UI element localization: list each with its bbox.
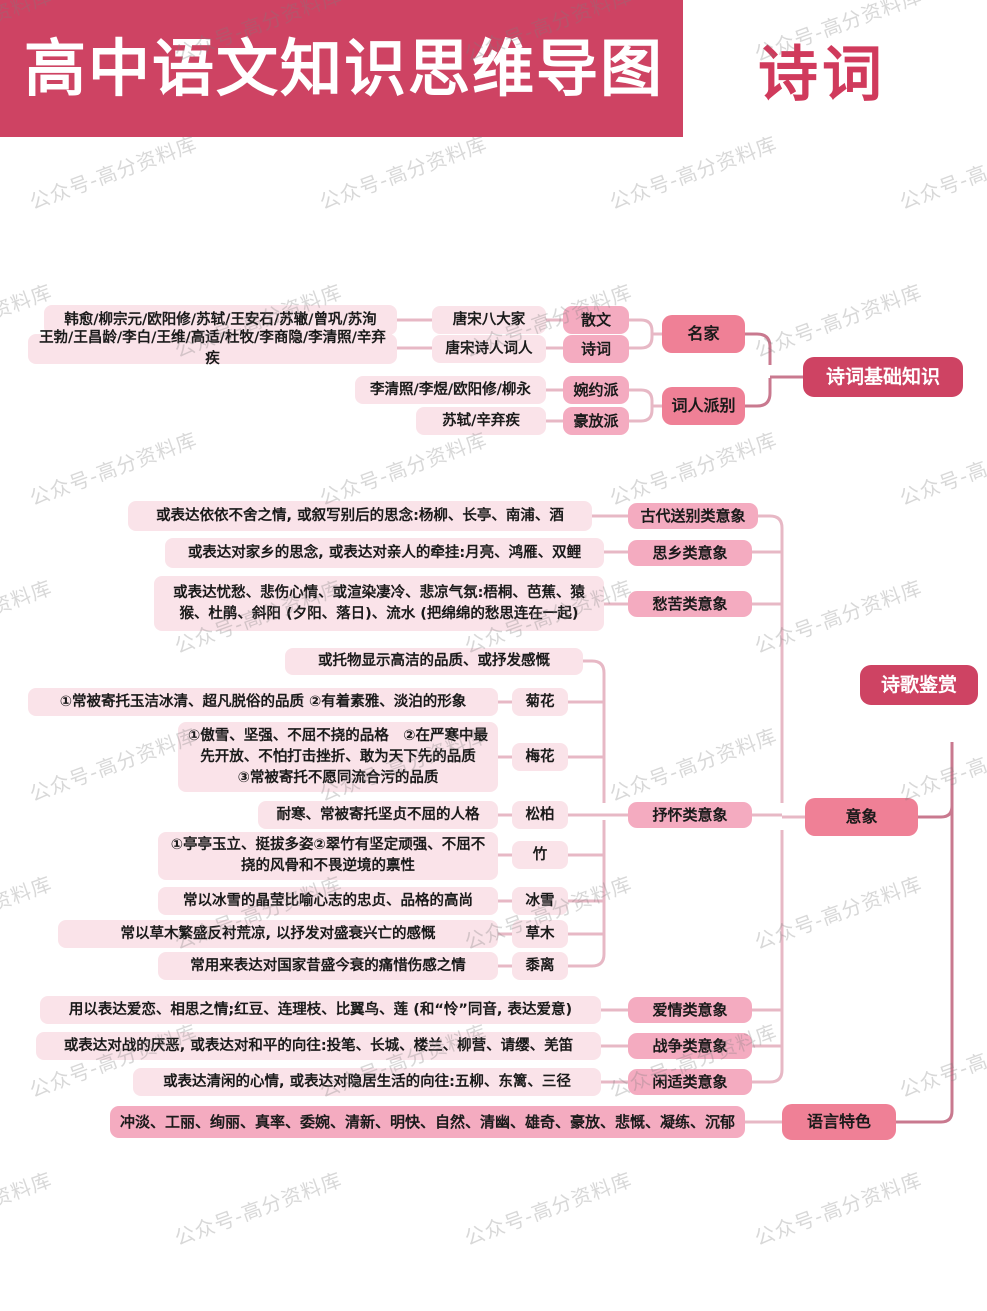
node-chip-grass-tree[interactable]: 草木 xyxy=(512,920,568,948)
node-category-war-imagery[interactable]: 战争类意象 xyxy=(628,1033,752,1059)
node-label: 意象 xyxy=(845,807,878,826)
node-leaf-farewell-imagery[interactable]: 或表达依依不舍之情, 或叙写别后的思念:杨柳、长亭、南浦、酒 xyxy=(128,501,592,531)
node-chip-bamboo[interactable]: 竹 xyxy=(512,841,568,869)
header-banner xyxy=(0,0,683,137)
node-label: 唐宋诗人词人 xyxy=(445,340,533,357)
node-chip-shuli[interactable]: 黍离 xyxy=(512,952,568,980)
node-label: 或表达依依不舍之情, 或叙写别后的思念:杨柳、长亭、南浦、酒 xyxy=(156,507,564,524)
node-category-haofang[interactable]: 豪放派 xyxy=(563,407,629,435)
page-title: 高中语文知识思维导图 xyxy=(24,32,665,105)
node-chip-plum[interactable]: 梅花 xyxy=(512,743,568,771)
node-label: 耐寒、常被寄托坚贞不屈的人格 xyxy=(276,806,480,823)
node-label: 诗词 xyxy=(580,339,611,358)
node-label: 韩愈/柳宗元/欧阳修/苏轼/王安石/苏辙/曾巩/苏洵 xyxy=(64,311,377,328)
node-category-leisure-imagery[interactable]: 闲适类意象 xyxy=(628,1069,752,1095)
node-label: 王勃/王昌龄/李白/王维/高适/杜牧/李商隐/李清照/辛弃疾 xyxy=(39,330,386,367)
node-branch-ci-schools[interactable]: 词人派别 xyxy=(662,387,745,425)
node-label: 苏轼/辛弃疾 xyxy=(442,412,520,429)
node-category-expression-imagery[interactable]: 抒怀类意象 xyxy=(628,802,752,828)
node-child-tangsong-poets[interactable]: 唐宋诗人词人 xyxy=(432,335,546,363)
node-leaf-sorrow-imagery[interactable]: 或表达忧愁、悲伤心情、或渲染凄冷、悲凉气氛:梧桐、芭蕉、猿猴、杜鹃、斜阳 (夕阳… xyxy=(154,576,604,631)
node-label: 或托物显示高洁的品质、或抒发感慨 xyxy=(318,653,550,669)
node-branch-imagery[interactable]: 意象 xyxy=(805,798,918,836)
node-category-homesick-imagery[interactable]: 思乡类意象 xyxy=(628,540,752,566)
node-label: 思乡类意象 xyxy=(652,543,728,562)
node-label: 常以冰雪的晶莹比喻心志的忠贞、品格的高尚 xyxy=(183,892,473,909)
node-leaf-pine-desc[interactable]: 耐寒、常被寄托坚贞不屈的人格 xyxy=(258,801,498,829)
node-root-poetry-appreciation[interactable]: 诗歌鉴赏 xyxy=(860,665,978,705)
node-label: 常用来表达对国家昔盛今衰的痛惜伤感之情 xyxy=(190,957,466,974)
node-label: 战争类意象 xyxy=(652,1036,728,1055)
node-label: 抒怀类意象 xyxy=(652,805,728,824)
node-label: 名家 xyxy=(687,324,720,343)
node-label: 古代送别类意象 xyxy=(640,506,746,525)
node-leaf-war-imagery[interactable]: 或表达对战的厌恶, 或表达对和平的向往:投笔、长城、楼兰、柳营、请缨、羌笛 xyxy=(36,1032,601,1060)
node-label: 竹 xyxy=(532,846,548,863)
node-label: 词人派别 xyxy=(671,396,736,415)
node-label: 黍离 xyxy=(525,957,555,974)
node-label: 常以草木繁盛反衬荒凉, 以抒发对盛衰兴亡的感慨 xyxy=(120,925,436,942)
node-label: 唐宋八大家 xyxy=(452,311,526,328)
node-leaf-grass-tree-desc[interactable]: 常以草木繁盛反衬荒凉, 以抒发对盛衰兴亡的感慨 xyxy=(58,920,498,948)
node-label: 语言特色 xyxy=(806,1112,871,1131)
node-label: ①傲雪、坚强、不屈不挠的品格 ②在严寒中最先开放、不怕打击挫折、敢为天下先的品质… xyxy=(187,727,491,786)
node-chip-pine[interactable]: 松柏 xyxy=(512,801,568,829)
node-label: 用以表达爱恋、相思之情;红豆、连理枝、比翼鸟、莲 (和“怜”同音, 表达爱意) xyxy=(68,1001,573,1018)
node-label: 李清照/李煜/欧阳修/柳永 xyxy=(370,381,531,398)
node-leaf-love-imagery[interactable]: 用以表达爱恋、相思之情;红豆、连理枝、比翼鸟、莲 (和“怜”同音, 表达爱意) xyxy=(40,996,601,1024)
node-label: ①常被寄托玉洁冰清、超凡脱俗的品质 ②有着素雅、淡泊的形象 xyxy=(59,693,467,710)
node-label: 诗词基础知识 xyxy=(825,366,940,388)
node-leaf-tangsong-poets[interactable]: 王勃/王昌龄/李白/王维/高适/杜牧/李商隐/李清照/辛弃疾 xyxy=(28,330,397,367)
node-category-poetry[interactable]: 诗词 xyxy=(563,335,629,363)
node-leaf-shuli-desc[interactable]: 常用来表达对国家昔盛今衰的痛惜伤感之情 xyxy=(158,952,498,980)
node-label: 婉约派 xyxy=(573,380,619,399)
node-leaf-tangsong-eight[interactable]: 韩愈/柳宗元/欧阳修/苏轼/王安石/苏辙/曾巩/苏洵 xyxy=(44,305,397,335)
node-leaf-leisure-imagery[interactable]: 或表达清闲的心情, 或表达对隐居生活的向往:五柳、东篱、三径 xyxy=(133,1068,601,1096)
node-chip-chrysanthemum[interactable]: 菊花 xyxy=(512,688,568,716)
node-label: 松柏 xyxy=(525,806,555,823)
node-label: 草木 xyxy=(525,925,555,942)
node-category-wanyue[interactable]: 婉约派 xyxy=(563,376,629,404)
node-label: 爱情类意象 xyxy=(652,1000,728,1019)
node-label: 冰雪 xyxy=(525,892,555,909)
node-leaf-ice-snow-desc[interactable]: 常以冰雪的晶莹比喻心志的忠贞、品格的高尚 xyxy=(158,887,498,915)
node-leaf-chrysanthemum-desc[interactable]: ①常被寄托玉洁冰清、超凡脱俗的品质 ②有着素雅、淡泊的形象 xyxy=(28,688,498,716)
node-leaf-bamboo-desc[interactable]: ①亭亭玉立、挺拔多姿②翠竹有坚定顽强、不屈不挠的风骨和不畏逆境的禀性 xyxy=(158,832,498,880)
node-category-farewell-imagery[interactable]: 古代送别类意象 xyxy=(628,503,758,529)
node-root-poetry-basics[interactable]: 诗词基础知识 xyxy=(803,357,963,397)
page-subtitle: 诗词 xyxy=(758,40,886,110)
node-category-prose[interactable]: 散文 xyxy=(563,306,629,334)
node-label: 愁苦类意象 xyxy=(652,594,728,613)
node-label: 菊花 xyxy=(525,693,555,710)
node-leaf-expression-header[interactable]: 或托物显示高洁的品质、或抒发感慨 xyxy=(285,648,583,675)
node-category-love-imagery[interactable]: 爱情类意象 xyxy=(628,997,752,1023)
node-branch-famous-writers[interactable]: 名家 xyxy=(662,315,745,353)
node-child-tangsong-eight[interactable]: 唐宋八大家 xyxy=(432,306,546,334)
node-category-sorrow-imagery[interactable]: 愁苦类意象 xyxy=(628,591,752,617)
node-label: 冲淡、工丽、绚丽、真率、委婉、清新、明快、自然、清幽、雄奇、豪放、悲慨、凝练、沉… xyxy=(119,1112,735,1131)
node-chip-ice-snow[interactable]: 冰雪 xyxy=(512,887,568,915)
node-label: 或表达对家乡的思念, 或表达对亲人的牵挂:月亮、鸿雁、双鲤 xyxy=(187,544,582,561)
node-label: 或表达忧愁、悲伤心情、或渲染凄冷、悲凉气氛:梧桐、芭蕉、猿猴、杜鹃、斜阳 (夕阳… xyxy=(173,584,585,622)
page-header: 高中语文知识思维导图 诗词 xyxy=(0,0,987,150)
node-label: 或表达对战的厌恶, 或表达对和平的向往:投笔、长城、楼兰、柳营、请缨、羌笛 xyxy=(63,1037,574,1054)
node-label: 豪放派 xyxy=(573,411,619,430)
node-label: 梅花 xyxy=(525,748,555,765)
node-label: 诗歌鉴赏 xyxy=(880,674,957,696)
node-leaf-language-style[interactable]: 冲淡、工丽、绚丽、真率、委婉、清新、明快、自然、清幽、雄奇、豪放、悲慨、凝练、沉… xyxy=(110,1106,745,1138)
node-branch-language-style[interactable]: 语言特色 xyxy=(782,1104,896,1140)
node-label: ①亭亭玉立、挺拔多姿②翠竹有坚定顽强、不屈不挠的风骨和不畏逆境的禀性 xyxy=(170,837,486,874)
node-leaf-haofang-school[interactable]: 苏轼/辛弃疾 xyxy=(416,407,546,435)
node-leaf-wanyue-school[interactable]: 李清照/李煜/欧阳修/柳永 xyxy=(355,376,546,404)
node-leaf-homesick-imagery[interactable]: 或表达对家乡的思念, 或表达对亲人的牵挂:月亮、鸿雁、双鲤 xyxy=(165,538,604,568)
node-label: 闲适类意象 xyxy=(652,1072,728,1091)
node-leaf-plum-desc[interactable]: ①傲雪、坚强、不屈不挠的品格 ②在严寒中最先开放、不怕打击挫折、敢为天下先的品质… xyxy=(178,722,498,792)
node-label: 散文 xyxy=(580,310,611,329)
node-label: 或表达清闲的心情, 或表达对隐居生活的向往:五柳、东篱、三径 xyxy=(163,1073,571,1090)
